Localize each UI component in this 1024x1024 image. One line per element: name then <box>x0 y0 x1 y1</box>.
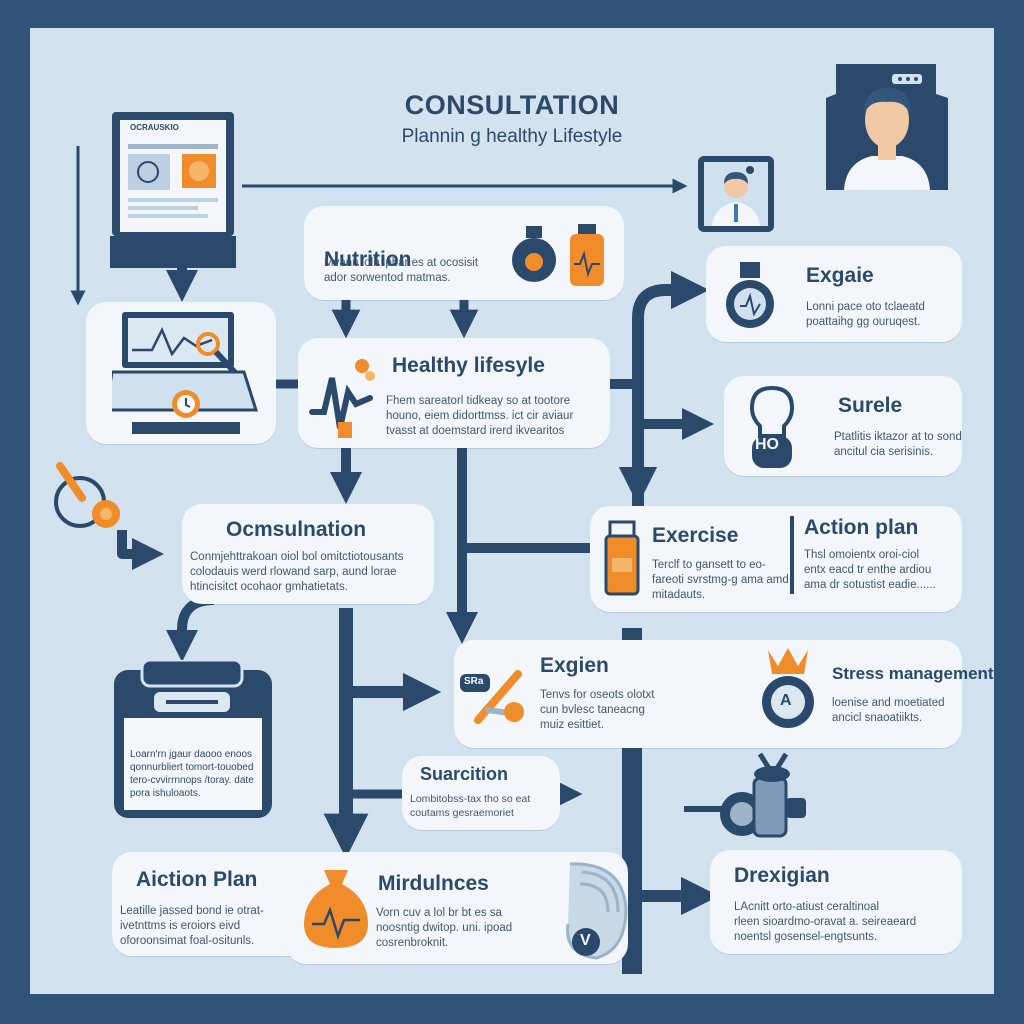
mind-badge-icon <box>572 928 600 956</box>
healthy-line-2: houno, eiem didorttmss. ict cir aviaur <box>386 410 574 422</box>
exercise-line-3: mitadauts. <box>652 589 706 601</box>
suarcition-line-2: coutams gesraemoriet <box>410 807 514 819</box>
surele-line-1: Ptatlitis iktazor at to sond <box>834 431 962 443</box>
mindfulness-title: Mirdulnces <box>378 872 489 895</box>
screen-label: OCRAUSKIO <box>130 123 179 132</box>
exercise-line-1: Terclf to gansett to eo- <box>652 559 766 571</box>
surele-title: Surele <box>838 394 903 417</box>
exgien-line-1: Tenvs for oseots olotxt <box>540 689 655 701</box>
clipboard-icon <box>114 660 272 818</box>
drexigian-line-1: LAcnitt orto-atiust ceraltinoal <box>734 901 880 913</box>
healthy-lifestyle-card: Healthy lifesyle Fhem sareatorl tidkeay … <box>298 338 610 448</box>
healthy-line-3: tvasst at doemstard irerd ikvearitos <box>386 425 565 437</box>
consultant-icon <box>698 156 774 232</box>
drexigian-title: Drexigian <box>734 864 830 887</box>
exgaie-line-2: poattaihg gg ouruqest. <box>806 316 921 328</box>
brain-bag-icon <box>304 870 368 948</box>
exercise-line-2: fareoti svrstmg-g ama amd <box>652 574 789 586</box>
drexigian-card: Drexigian LAcnitt orto-atiust ceraltinoa… <box>710 850 962 954</box>
drexigian-line-3: noentsl gosensel-engtsunts. <box>734 931 878 943</box>
ocmsulnation-card: Ocmsulnation Conmjehttrakoan oiol bol om… <box>182 504 434 604</box>
nutrition-title: Nutrition <box>324 248 412 271</box>
action-plan-bottom-line-1: Leatille jassed bond ie otrat- <box>120 905 264 917</box>
mind-badge-label: V <box>580 932 591 949</box>
stress-medal-icon <box>762 648 814 728</box>
page-title: CONSULTATION <box>404 90 620 120</box>
exgaie-card: Exgaie Lonni pace oto tclaeatd poattaihg… <box>706 246 962 342</box>
flask-icon <box>726 262 774 328</box>
lightbulb-icon <box>749 385 795 468</box>
page-subtitle: Plannin g healthy Lifestyle <box>401 126 623 147</box>
clipboard-line-2: qonnurbliert tomort-touobed <box>130 762 254 773</box>
action-plan-title: Action plan <box>804 516 919 539</box>
exgaie-title: Exgaie <box>806 264 874 287</box>
suarcition-line-1: Lombitobss-tax tho so eat <box>410 793 531 805</box>
drexigian-line-2: rleen sioardmo-oravat a. seireaeard <box>734 916 917 928</box>
stress-title: Stress management <box>832 664 994 683</box>
nutrition-line-2: ador sorwentod matmas. <box>324 272 451 284</box>
stress-line-2: ancicl snaoatiikts. <box>832 712 923 724</box>
pill-badge-label: SRa <box>464 676 484 687</box>
nutrition-line-1: Mvann iolh ipbar es at ocosisit <box>324 257 479 269</box>
stress-badge-label: A <box>780 692 792 709</box>
nutrition-card: Nutrition Mvann iolh ipbar es at ocosisi… <box>304 206 624 300</box>
connector-arrows <box>30 146 720 974</box>
ocmsulnation-line-1: Conmjehttrakoan oiol bol omitctiotousant… <box>190 551 404 563</box>
ocmsulnation-line-2: colodauis werd rlowand sarp, aund lorae <box>190 566 397 578</box>
diagram-panel: CONSULTATION Plannin g healthy Lifestyle… <box>30 28 994 994</box>
doctor-avatar <box>816 58 958 190</box>
exgien-title: Exgien <box>540 654 609 677</box>
healthy-lifestyle-title: Healthy lifesyle <box>392 354 545 377</box>
action-plan-bottom-title: Aiction Plan <box>136 868 258 891</box>
mindfulness-line-1: Vorn cuv a lol br bt es sa <box>376 907 502 919</box>
clipboard-notes: Loarn'rn jgaur daooo enoos qonnurbliert … <box>130 748 254 800</box>
supplement-bottles-icon <box>512 224 604 286</box>
machine-icon <box>684 752 806 838</box>
stress-line-1: loenise and moetiated <box>832 697 945 709</box>
bottle-icon <box>604 520 640 596</box>
healthy-line-1: Fhem sareatorl tidkeay so at tootore <box>386 395 571 407</box>
surele-card: HO Surele Ptatlitis iktazor at to sond a… <box>724 376 962 476</box>
pill-tools-icon <box>460 670 524 724</box>
mindfulness-line-2: noosntig dwitop. uni. ipoad <box>376 922 513 934</box>
action-plan-line-1: Thsl omoientx oroi-ciol <box>804 549 920 561</box>
clipboard-line-1: Loarn'rn jgaur daooo enoos <box>130 749 253 760</box>
heartbeat-leaf-icon <box>309 359 375 438</box>
card-divider <box>790 516 794 594</box>
sensor-probe-icon <box>54 462 120 528</box>
exercise-title: Exercise <box>652 524 739 547</box>
exercise-action-card: Exercise Terclf to gansett to eo- fareot… <box>590 506 962 612</box>
suarcition-title: Suarcition <box>420 764 509 784</box>
suarcition-card: Suarcition Lombitobss-tax tho so eat cou… <box>402 756 560 830</box>
clipboard-line-4: pora ishuloaots. <box>130 788 201 799</box>
exgien-stress-card: SRa Exgien Tenvs for oseots olotxt cun b… <box>454 640 994 748</box>
action-plan-line-2: entx eacd tr enthe ardiou <box>804 564 932 576</box>
analytics-monitor-card <box>86 302 276 444</box>
exgien-line-2: cun bvlesc taneacng <box>540 704 645 716</box>
ocmsulnation-title: Ocmsulnation <box>226 518 367 541</box>
ocmsulnation-line-3: htincisitct ocohaor gmhatietats. <box>190 581 348 593</box>
exgien-line-3: muiz esittiet. <box>540 719 604 731</box>
mindfulness-line-3: cosrenbroknit. <box>376 937 449 949</box>
action-plan-bottom-line-3: oforoonsimat foal-ositunls. <box>120 935 255 947</box>
surele-line-2: ancitul cia serisinis. <box>834 446 934 458</box>
mindfulness-card: Mirdulnces Vorn cuv a lol br bt es sa no… <box>286 852 628 964</box>
action-plan-line-3: ama dr sotustist eadie...... <box>804 579 936 591</box>
action-plan-bottom-line-2: ivetnttms is eroiors eivd <box>120 920 241 932</box>
document-monitor-icon: OCRAUSKIO <box>100 110 246 268</box>
clipboard-line-3: tero-cvvirrnnops /toray. date <box>130 775 254 786</box>
exgaie-line-1: Lonni pace oto tclaeatd <box>806 301 925 313</box>
bulb-label: HO <box>755 436 779 453</box>
monitor-chart-icon <box>112 312 259 434</box>
